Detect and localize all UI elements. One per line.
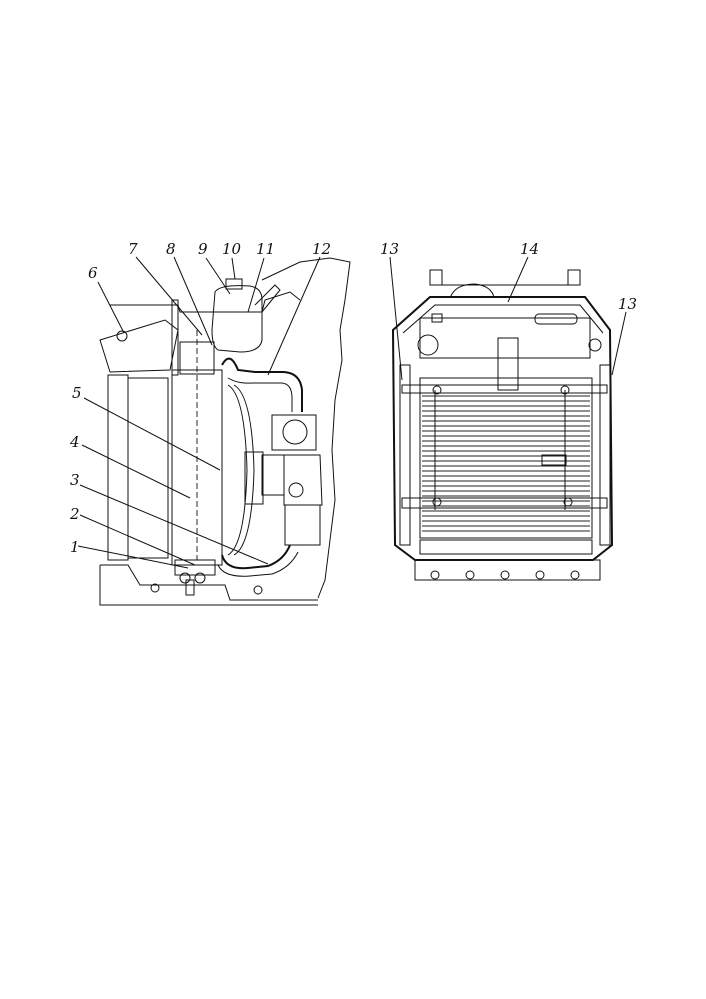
radiator-fins	[422, 395, 590, 532]
callout-2: 2	[69, 505, 80, 523]
callout-1: 1	[70, 538, 80, 556]
callout-7: 7	[128, 240, 138, 258]
callout-11: 11	[256, 240, 275, 258]
callout-13-right: 13	[618, 295, 637, 313]
callout-12: 12	[312, 240, 331, 258]
right-front-view	[389, 256, 627, 581]
callout-9: 9	[198, 240, 208, 258]
callout-3: 3	[70, 471, 80, 489]
callout-10: 10	[222, 240, 242, 258]
callout-8: 8	[166, 240, 176, 258]
left-side-view	[77, 256, 351, 606]
callout-4: 4	[69, 433, 80, 451]
callout-5: 5	[72, 384, 82, 402]
radiator-core	[419, 377, 593, 539]
callout-6: 6	[88, 264, 98, 282]
callout-14: 14	[520, 240, 539, 258]
callout-13-left: 13	[380, 240, 399, 258]
